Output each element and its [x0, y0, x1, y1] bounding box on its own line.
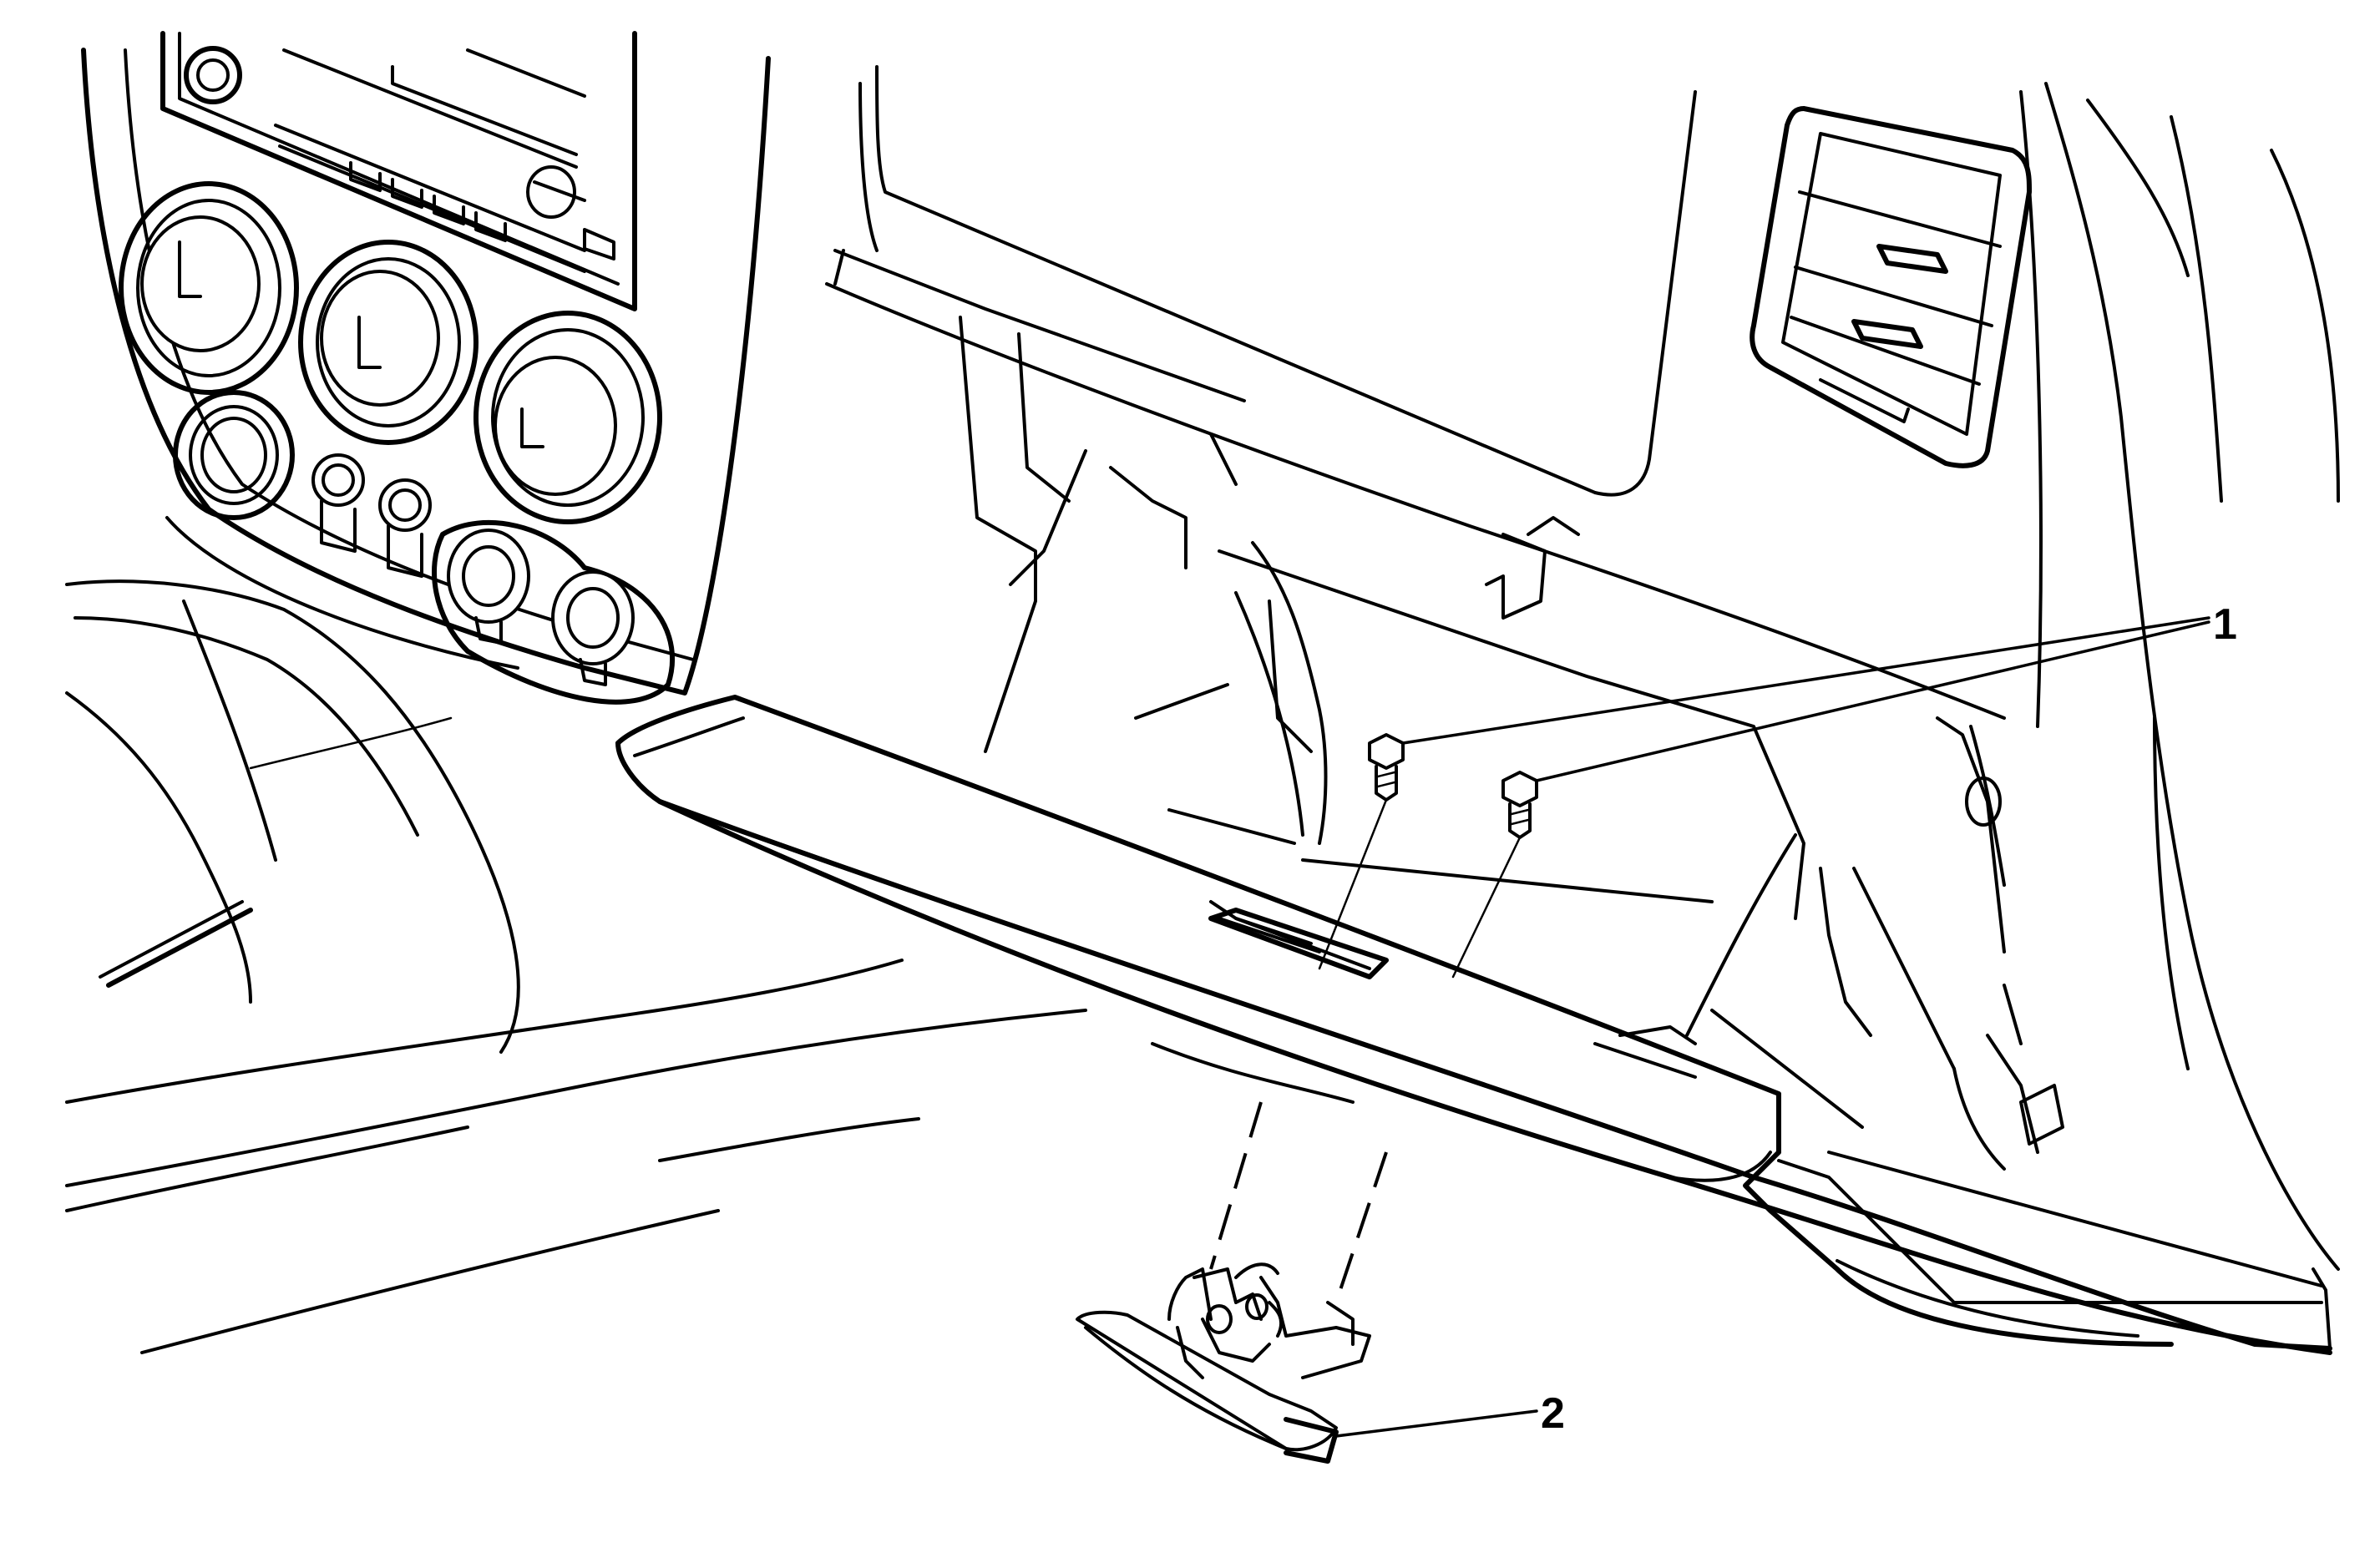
- air-outlet-vent: [1750, 106, 2032, 468]
- callout-2-leader: [1334, 1409, 1538, 1438]
- glove-box-opening: [959, 316, 2064, 1171]
- floor-console: [65, 579, 1087, 1354]
- callout-1-leader: [1401, 616, 2210, 782]
- glove-box-door: [615, 695, 2332, 1355]
- screw-fastener-1: [1318, 733, 1405, 970]
- screw-fastener-2: [1451, 771, 1538, 979]
- callout-2-label: 2: [1541, 1389, 1565, 1438]
- radio-unit: [160, 31, 637, 311]
- hvac-controls: [119, 181, 675, 705]
- glove-box-latch: [1076, 1101, 1388, 1464]
- instrument-panel-upper: [825, 65, 2340, 1271]
- callout-1-label: 1: [2213, 600, 2237, 649]
